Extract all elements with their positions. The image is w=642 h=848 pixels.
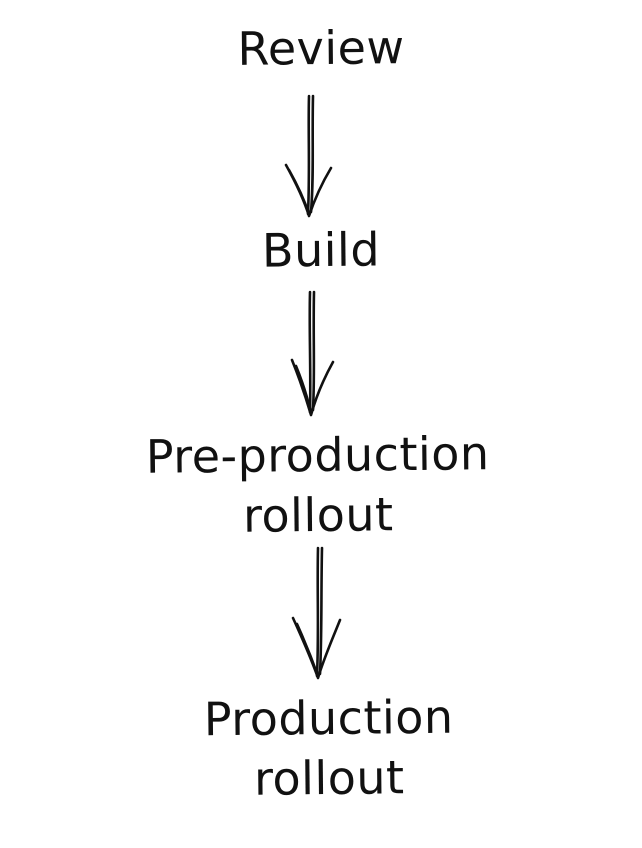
arrow-build-to-preprod-head <box>290 358 335 417</box>
arrow-review-to-build-head <box>284 163 333 218</box>
step-production-rollout: Production rollout <box>203 689 454 806</box>
step-review: Review <box>237 20 405 76</box>
step-build: Build <box>261 222 381 278</box>
arrow-preprod-to-prod-shaft <box>315 546 324 678</box>
arrow-review-to-build-shaft <box>306 94 315 216</box>
arrow-preprod-to-prod-head <box>291 616 342 680</box>
step-preprod-rollout: Pre-production rollout <box>145 426 490 543</box>
arrow-build-to-preprod-shaft <box>308 290 316 414</box>
